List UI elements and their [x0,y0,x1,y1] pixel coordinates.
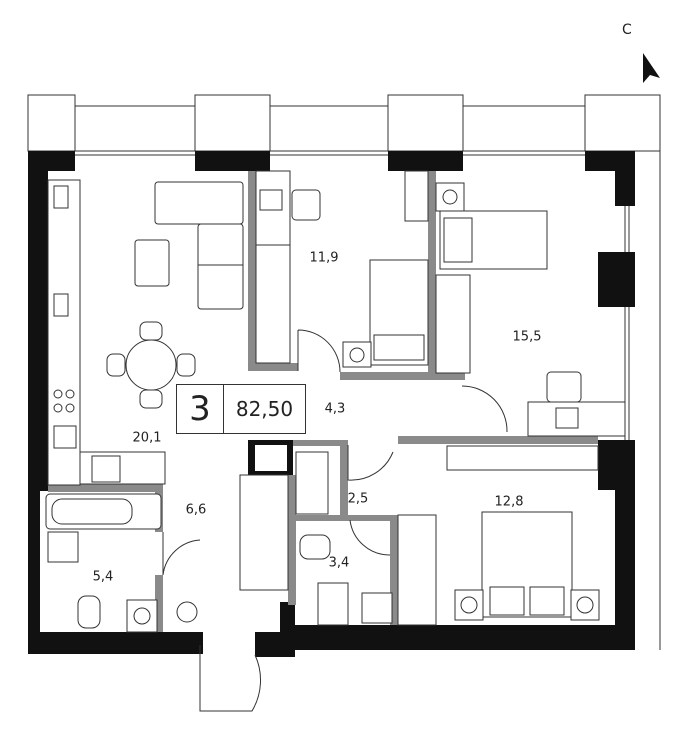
room-area-hall: 4,3 [324,401,346,417]
room-area-wc: 3,4 [328,555,350,571]
apartment-badge: 3 82,50 [176,384,306,434]
room-area-bathroom: 5,4 [92,569,114,585]
partitions [48,171,598,632]
room-count: 3 [177,385,224,433]
room-area-living-kitchen: 20,1 [132,430,162,446]
compass-arrow-icon [643,53,660,83]
total-area: 82,50 [235,397,294,421]
room-area-entrance: 6,6 [185,502,207,518]
doors [162,329,508,712]
room-area-bedroom-large: 15,5 [512,329,542,345]
compass-letter: С [622,22,632,38]
room-area-bedroom-small: 11,9 [309,250,339,266]
furniture [45,170,626,633]
room-area-corridor: 2,5 [347,491,369,507]
room-area-master-bedroom: 12,8 [494,494,524,510]
